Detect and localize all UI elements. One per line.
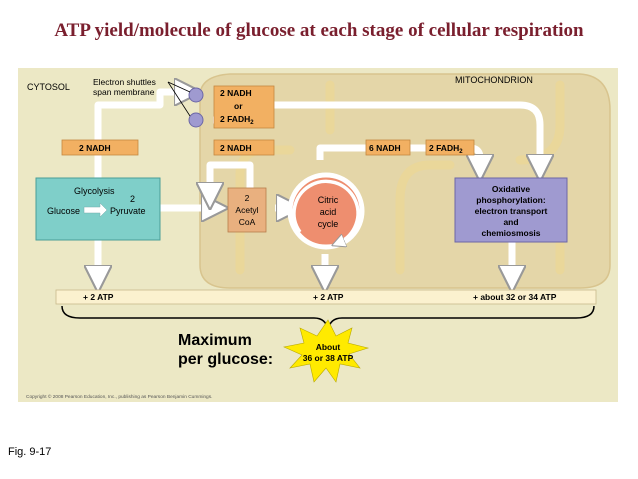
oxphos-line-5: chemiosmosis	[481, 228, 540, 238]
citric-acid-cycle	[287, 172, 365, 250]
shuttles-text-1: Electron shuttles	[93, 77, 156, 87]
oxphos-line-4: and	[503, 217, 518, 227]
glycolysis-nadh-label: 2 NADH	[79, 143, 111, 153]
copyright-text: Copyright © 2008 Pearson Education, Inc.…	[26, 393, 212, 400]
burst-line-2: 36 or 38 ATP	[303, 353, 354, 363]
glycolysis-arrow	[83, 202, 108, 218]
shuttle-pointers	[167, 81, 191, 117]
krebs-nadh-label: 6 NADH	[369, 143, 401, 153]
acetyl-count: 2	[245, 193, 250, 203]
figure-caption: Fig. 9-17	[8, 446, 52, 458]
or-label: or	[234, 101, 243, 111]
glucose-label: Glucose	[47, 206, 80, 216]
atp-citric: + 2 ATP	[313, 292, 344, 302]
coa-label: CoA	[239, 217, 256, 227]
glycolysis-nadh-box	[61, 139, 139, 156]
acetyl-nadh-box	[213, 139, 275, 156]
krebs-fadh-box	[425, 139, 475, 156]
atp-oxphos: + about 32 or 34 ATP	[473, 292, 557, 302]
atp-glycolysis: + 2 ATP	[83, 292, 114, 302]
citric-label: Citric	[318, 195, 339, 205]
oxphos-line-3: electron transport	[475, 206, 548, 216]
oxphos-line-2: phosphorylation:	[476, 195, 546, 205]
cycle-label: cycle	[318, 219, 339, 229]
acetyl-coa-box	[227, 187, 267, 233]
krebs-fadh-label: 2 FADH2	[429, 143, 463, 155]
page-title: ATP yield/molecule of glucose at each st…	[54, 20, 584, 41]
acetyl-nadh-label: 2 NADH	[220, 143, 252, 153]
glycolysis-label: Glycolysis	[74, 186, 115, 196]
shuttle-circles	[188, 87, 204, 128]
shuttle-nadh-box	[213, 85, 275, 129]
oxphos-box	[454, 177, 568, 243]
acetyl-label: Acetyl	[235, 205, 258, 215]
cycle-arrow	[292, 179, 360, 243]
shuttles-text-2: span membrane	[93, 87, 155, 97]
maximum-label: Maximum	[178, 332, 252, 349]
burst-line-1: About	[316, 342, 341, 352]
atp-total-burst	[283, 319, 370, 383]
krebs-nadh-box	[365, 139, 411, 156]
mitochondrion-label: MITOCHONDRION	[455, 75, 533, 85]
shuttle-nadh-label: 2 NADH	[220, 88, 252, 98]
shuttle-fadh-label: 2 FADH2	[220, 114, 254, 126]
acid-label: acid	[320, 207, 337, 217]
atp-bar	[55, 289, 597, 305]
pyruvate-label: Pyruvate	[110, 206, 146, 216]
oxphos-line-1: Oxidative	[492, 184, 531, 194]
per-glucose-label: per glucose:	[178, 351, 273, 368]
cytosol-label: CYTOSOL	[27, 82, 70, 92]
pyruvate-count: 2	[130, 194, 135, 204]
